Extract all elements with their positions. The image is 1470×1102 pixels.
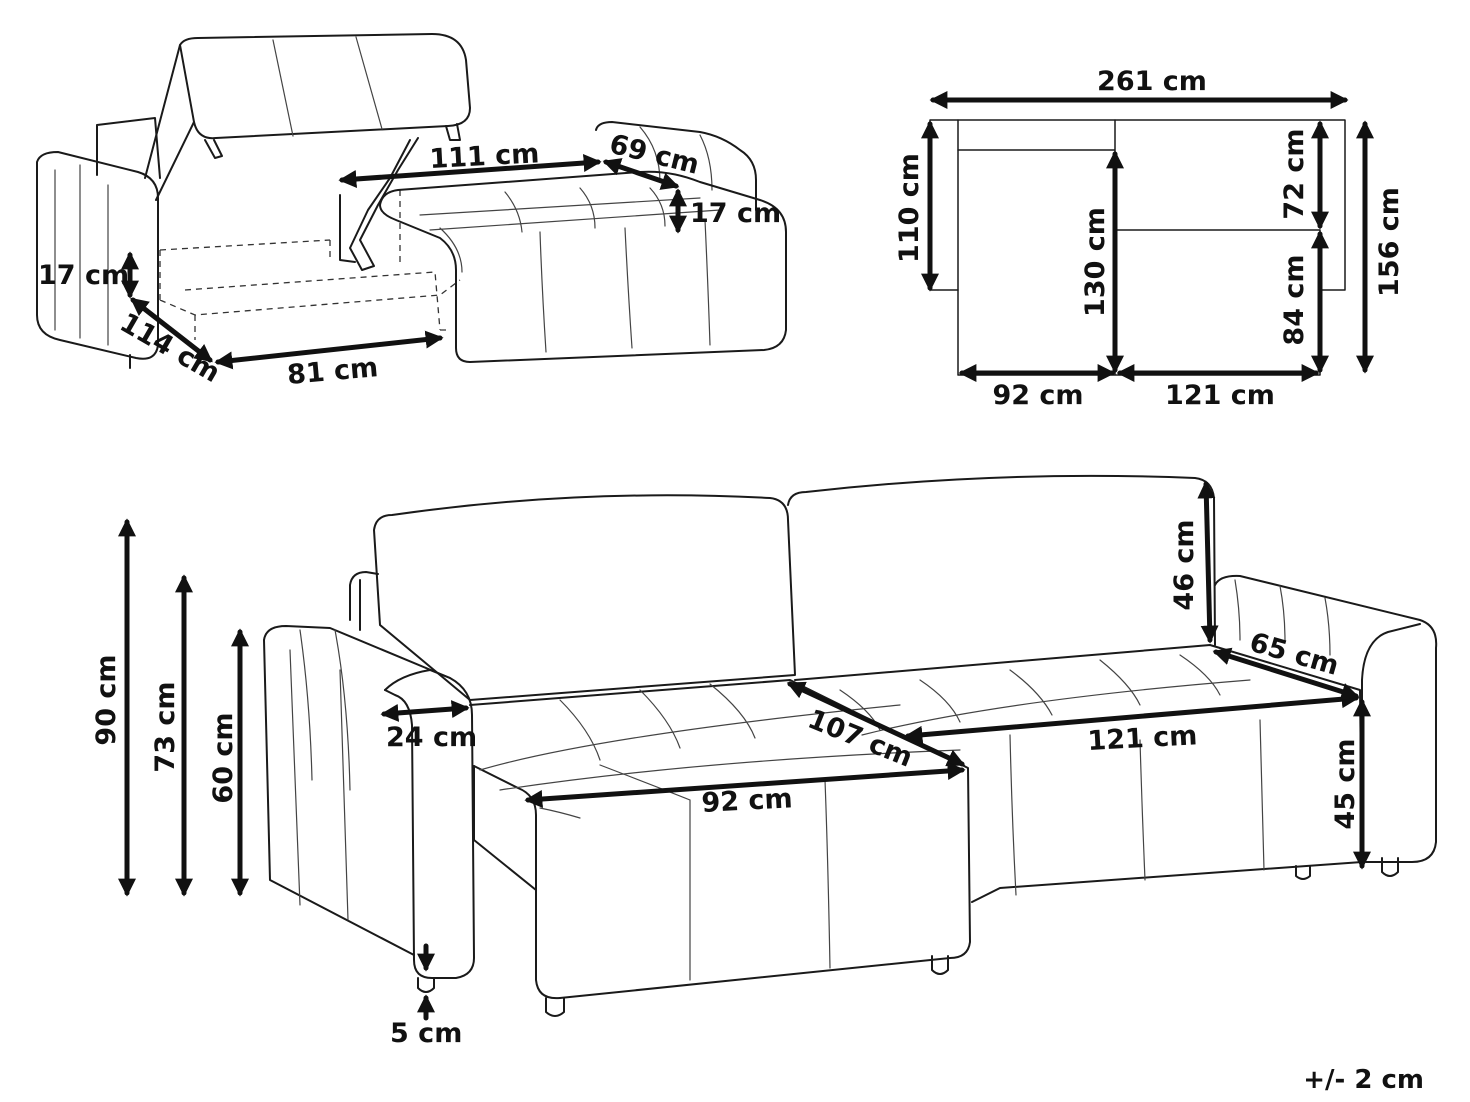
storage-view-drawing — [36, 33, 787, 369]
top-view-labels: 261 cm 110 cm 130 cm 72 cm 84 cm 156 cm … — [894, 66, 1405, 411]
label-chaise-length: 111 cm — [429, 138, 540, 175]
label-total-depth: 156 cm — [1374, 187, 1405, 297]
chaise-width-arrow — [602, 158, 680, 190]
label-seat-height: 45 cm — [1330, 738, 1361, 829]
label-left-width: 92 cm — [992, 380, 1083, 411]
storage-view-labels: 17 cm 114 cm 81 cm 111 cm 69 cm 17 cm — [38, 129, 781, 391]
label-armrest-height: 60 cm — [208, 712, 239, 803]
front-chaise-depth-arrow — [1212, 647, 1360, 701]
top-view-arrows — [921, 91, 1374, 382]
storage-box-width-arrow — [130, 297, 213, 363]
front-seat-width-right-arrow — [904, 690, 1360, 744]
label-right-front-depth: 84 cm — [1279, 254, 1310, 345]
label-box-length: 81 cm — [286, 352, 379, 391]
label-back-height: 73 cm — [150, 681, 181, 772]
front-view-arrows — [118, 480, 1371, 1021]
front-seat-depth-arrow — [786, 681, 966, 767]
label-armrest-width: 24 cm — [386, 722, 477, 753]
front-cushion-height-arrow — [1197, 480, 1219, 644]
label-seat-width-left: 92 cm — [701, 783, 794, 819]
label-leg-height: 5 cm — [390, 1018, 462, 1049]
label-box-width: 114 cm — [115, 307, 226, 389]
label-total-height: 90 cm — [91, 654, 122, 745]
label-right-width: 121 cm — [1165, 380, 1275, 411]
label-chaise-storage-depth: 17 cm — [690, 198, 781, 229]
label-left-section-depth: 130 cm — [1080, 207, 1111, 317]
storage-view-arrows — [121, 154, 687, 370]
label-seat-depth: 110 cm — [894, 153, 925, 263]
front-armrest-width-arrow — [380, 700, 470, 722]
front-seat-width-left-arrow — [524, 762, 966, 808]
storage-box-length-arrow — [214, 330, 444, 370]
label-armrest-depth: 17 cm — [38, 260, 129, 291]
chaise-length-arrow — [338, 154, 602, 188]
label-total-width: 261 cm — [1097, 66, 1207, 97]
label-chaise-depth: 65 cm — [1246, 627, 1342, 682]
label-cushion-height: 46 cm — [1169, 519, 1200, 610]
label-right-back-depth: 72 cm — [1279, 128, 1310, 219]
label-seat-width-right: 121 cm — [1087, 720, 1198, 757]
tolerance-note: +/- 2 cm — [1303, 1065, 1424, 1095]
